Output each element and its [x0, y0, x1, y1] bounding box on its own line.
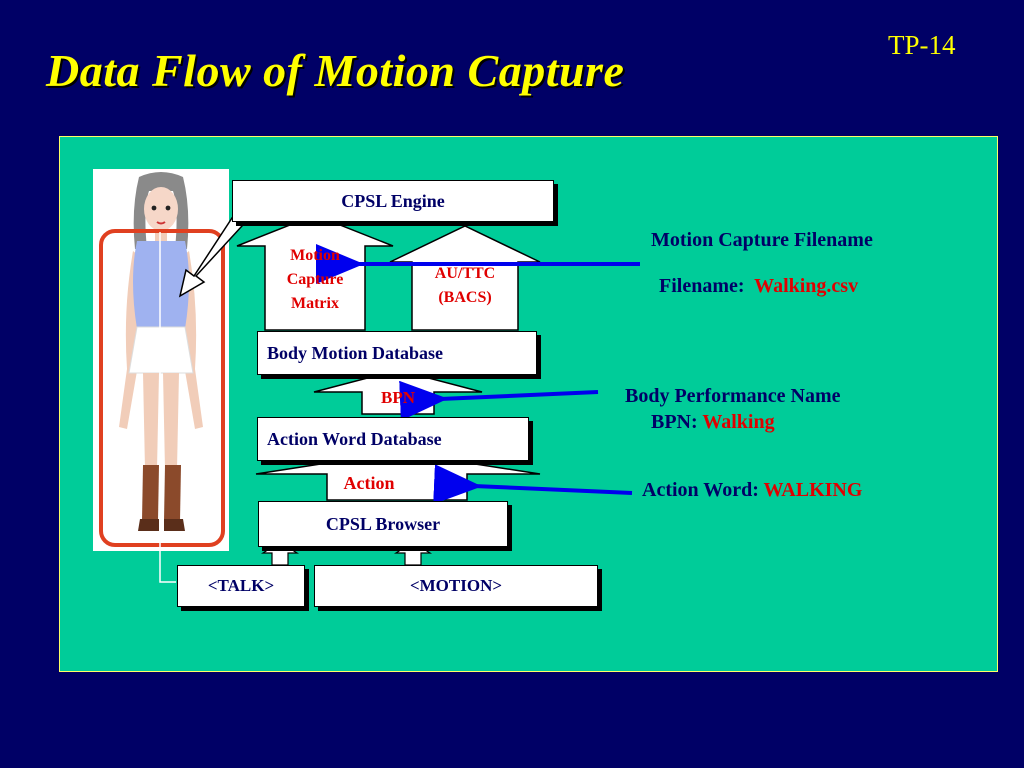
action-word-database-box: Action Word Database	[257, 417, 529, 461]
au-ttc-label: AU/TTC (BACS)	[412, 262, 518, 310]
au-ttc-line-2: (BACS)	[412, 286, 518, 310]
body-performance-name-note: Body Performance Name	[625, 385, 841, 408]
bpn-note-value: Walking	[702, 411, 774, 433]
action-word-database-label: Action Word Database	[267, 429, 442, 450]
engine-to-figure-arrow-shape	[180, 218, 242, 296]
motion-label: <MOTION>	[410, 576, 502, 596]
action-word-label: Action Word:	[642, 479, 759, 501]
action-label: Action	[327, 473, 411, 494]
action-word-note: Action Word: WALKING	[642, 479, 862, 502]
body-motion-database-box: Body Motion Database	[257, 331, 537, 375]
au-ttc-line-1: AU/TTC	[412, 262, 518, 286]
motion-capture-filename-note: Motion Capture Filename	[651, 229, 873, 252]
action-pointer-arrow	[474, 486, 632, 493]
motion-capture-matrix-line-3: Matrix	[266, 292, 364, 316]
talk-label: <TALK>	[208, 576, 274, 596]
motion-capture-matrix-label: Motion Capture Matrix	[266, 244, 364, 316]
cpsl-browser-label: CPSL Browser	[326, 514, 440, 535]
bpn-pointer-arrow	[440, 392, 598, 399]
filename-label: Filename:	[659, 275, 745, 297]
talk-to-figure-line	[160, 232, 176, 582]
motion-capture-matrix-line-1: Motion	[266, 244, 364, 268]
body-motion-database-label: Body Motion Database	[267, 343, 443, 364]
bpn-note-label: BPN:	[651, 411, 698, 433]
bpn-note: BPN: Walking	[651, 411, 775, 434]
filename-note: Filename: Walking.csv	[659, 275, 858, 298]
cpsl-browser-box: CPSL Browser	[258, 501, 508, 547]
cpsl-engine-label: CPSL Engine	[341, 191, 445, 212]
motion-capture-matrix-line-2: Capture	[266, 268, 364, 292]
cpsl-engine-box: CPSL Engine	[232, 180, 554, 222]
action-word-value: WALKING	[764, 479, 863, 501]
filename-value: Walking.csv	[754, 275, 858, 297]
motion-box: <MOTION>	[314, 565, 598, 607]
talk-box: <TALK>	[177, 565, 305, 607]
bpn-label: BPN	[362, 388, 434, 408]
